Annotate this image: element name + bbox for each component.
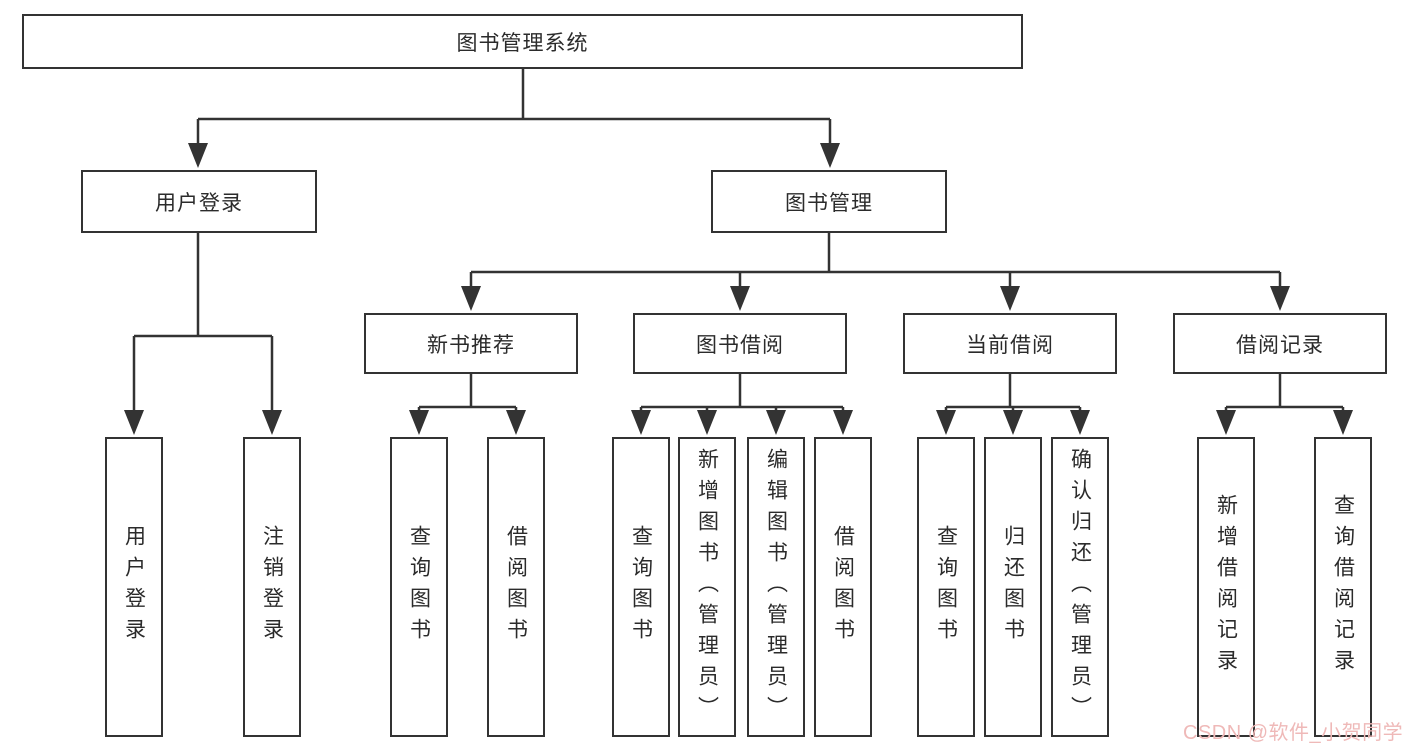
- connector-arrowhead: [730, 286, 750, 311]
- leaf-logout-label: 注销登录: [260, 525, 284, 649]
- node-book-management-label: 图书管理: [785, 191, 873, 215]
- connector-arrowhead: [506, 410, 526, 435]
- leaf-user-login: 用户登录: [105, 437, 163, 737]
- connector-arrowhead: [697, 410, 717, 435]
- leaf-borrow-edit-books-admin: 编辑图书（管理员）: [747, 437, 805, 737]
- leaf-current-return-books: 归还图书: [984, 437, 1042, 737]
- connector-arrowhead: [936, 410, 956, 435]
- connector-arrowhead: [1216, 410, 1236, 435]
- node-current-borrow: 当前借阅: [903, 313, 1117, 374]
- leaf-newrec-query-books: 查询图书: [390, 437, 448, 737]
- leaf-borrow-add-books-admin: 新增图书（管理员）: [678, 437, 736, 737]
- leaf-current-query-books: 查询图书: [917, 437, 975, 737]
- connector-arrowhead: [631, 410, 651, 435]
- node-root-label: 图书管理系统: [456, 31, 589, 55]
- leaf-current-confirm-return-admin-label: 确认归还（管理员）: [1068, 447, 1092, 727]
- leaf-borrow-query-books: 查询图书: [612, 437, 670, 737]
- leaf-newrec-borrow-books: 借阅图书: [487, 437, 545, 737]
- node-current-borrow-label: 当前借阅: [966, 333, 1054, 357]
- leaf-borrow-add-books-admin-label: 新增图书（管理员）: [695, 447, 719, 727]
- leaf-borrow-edit-books-admin-label: 编辑图书（管理员）: [764, 447, 788, 727]
- node-user-login-label: 用户登录: [155, 191, 243, 215]
- leaf-record-add-borrow-record: 新增借阅记录: [1197, 437, 1255, 737]
- leaf-logout: 注销登录: [243, 437, 301, 737]
- node-book-management: 图书管理: [711, 170, 947, 233]
- watermark: CSDN @软件_小贺同学: [1183, 722, 1404, 744]
- node-new-book-recommend-label: 新书推荐: [427, 333, 515, 357]
- connector-arrowhead: [124, 410, 144, 435]
- node-root-library-management-system: 图书管理系统: [22, 14, 1023, 69]
- connector-arrowhead: [1000, 286, 1020, 311]
- connector-arrowhead: [1333, 410, 1353, 435]
- connector-arrowhead: [461, 286, 481, 311]
- leaf-current-query-books-label: 查询图书: [934, 525, 958, 649]
- connector-arrowhead: [188, 143, 208, 168]
- leaf-borrow-borrow-books: 借阅图书: [814, 437, 872, 737]
- leaf-record-add-borrow-record-label: 新增借阅记录: [1214, 494, 1238, 680]
- leaf-current-return-books-label: 归还图书: [1001, 525, 1025, 649]
- connector-arrowhead: [1070, 410, 1090, 435]
- node-borrow-record: 借阅记录: [1173, 313, 1387, 374]
- connector-arrowhead: [409, 410, 429, 435]
- connector-arrowhead: [833, 410, 853, 435]
- leaf-newrec-borrow-books-label: 借阅图书: [504, 525, 528, 649]
- connector-arrowhead: [820, 143, 840, 168]
- leaf-user-login-label: 用户登录: [122, 525, 146, 649]
- node-user-login: 用户登录: [81, 170, 317, 233]
- leaf-current-confirm-return-admin: 确认归还（管理员）: [1051, 437, 1109, 737]
- connector-arrowhead: [262, 410, 282, 435]
- node-borrow-record-label: 借阅记录: [1236, 333, 1324, 357]
- leaf-record-query-borrow-record: 查询借阅记录: [1314, 437, 1372, 737]
- connector-arrowhead: [1003, 410, 1023, 435]
- connector-arrowhead: [1270, 286, 1290, 311]
- leaf-record-query-borrow-record-label: 查询借阅记录: [1331, 494, 1355, 680]
- leaf-newrec-query-books-label: 查询图书: [407, 525, 431, 649]
- node-book-borrow: 图书借阅: [633, 313, 847, 374]
- node-new-book-recommend: 新书推荐: [364, 313, 578, 374]
- node-book-borrow-label: 图书借阅: [696, 333, 784, 357]
- leaf-borrow-borrow-books-label: 借阅图书: [831, 525, 855, 649]
- connector-arrowhead: [766, 410, 786, 435]
- leaf-borrow-query-books-label: 查询图书: [629, 525, 653, 649]
